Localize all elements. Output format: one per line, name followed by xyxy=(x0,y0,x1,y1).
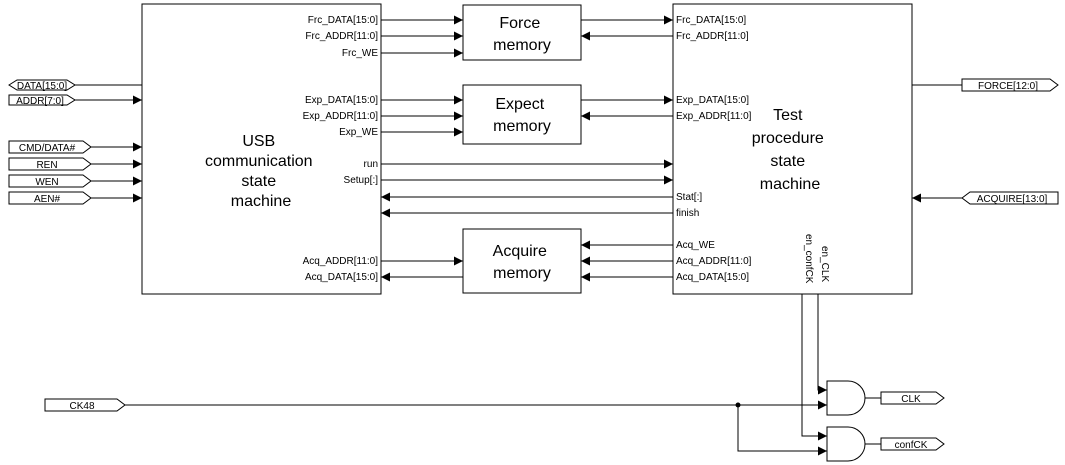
test-label-acq-addr: Acq_ADDR[11:0] xyxy=(676,256,752,267)
clk-port-symbol xyxy=(880,391,945,405)
aen-port-label: AEN# xyxy=(34,194,61,205)
usb-state-machine-block xyxy=(141,3,382,295)
usb-label-frc-we: Frc_WE xyxy=(342,48,378,59)
test-block-title: Test procedure state machine xyxy=(752,107,829,193)
usb-label-acq-addr: Acq_ADDR[11:0] xyxy=(303,256,379,267)
ck48-port-label: CK48 xyxy=(69,401,94,412)
test-label-en-clk: en_CLK xyxy=(819,246,830,282)
acquire-memory-block xyxy=(462,228,582,294)
test-label-finish: finish xyxy=(676,208,699,219)
usb-label-setup: Setup[:] xyxy=(344,175,379,186)
force-memory-line: memory xyxy=(493,37,551,54)
usb-label-exp-addr: Exp_ADDR[11:0] xyxy=(303,111,379,122)
en-clk-wire xyxy=(817,294,827,395)
expect-memory-title: Expect memory xyxy=(493,96,551,135)
usb-label-run: run xyxy=(364,159,378,170)
test-title-line: state xyxy=(770,153,805,170)
addr-port-label: ADDR[7:0] xyxy=(16,96,64,107)
usb-label-acq-data: Acq_DATA[15:0] xyxy=(305,272,378,283)
acquire-in-port-label: ACQUIRE[13:0] xyxy=(977,194,1048,205)
test-label-stat: Stat[:] xyxy=(676,192,702,203)
expect-memory-line: Expect xyxy=(495,96,544,113)
force-memory-block xyxy=(462,4,582,61)
cmd-port-label: CMD/DATA# xyxy=(19,143,76,154)
usb-label-exp-we: Exp_WE xyxy=(339,127,378,138)
ren-port-symbol xyxy=(8,157,92,171)
expect-memory-block xyxy=(462,84,582,145)
ren-port-label: REN xyxy=(36,160,57,171)
usb-title-line: state xyxy=(241,173,276,190)
test-label-exp-addr: Exp_ADDR[11:0] xyxy=(676,111,752,122)
acquire-in-port-symbol xyxy=(961,191,1059,205)
force-memory-title: Force memory xyxy=(493,15,551,54)
test-label-acq-we: Acq_WE xyxy=(676,240,715,251)
wen-port-symbol xyxy=(8,174,92,188)
test-label-acq-data: Acq_DATA[15:0] xyxy=(676,272,749,283)
usb-label-frc-data: Frc_DATA[15:0] xyxy=(308,15,378,26)
confck-and-gate xyxy=(826,426,866,462)
acquire-memory-title: Acquire memory xyxy=(493,243,552,282)
force-out-port-label: FORCE[12:0] xyxy=(978,81,1038,92)
usb-title-line: communication xyxy=(205,153,313,170)
test-label-exp-data: Exp_DATA[15:0] xyxy=(676,95,749,106)
test-label-frc-addr: Frc_ADDR[11:0] xyxy=(676,31,749,42)
force-memory-line: Force xyxy=(499,15,540,32)
acquire-memory-line: Acquire xyxy=(493,243,547,260)
addr-port-symbol xyxy=(8,94,76,106)
force-out-port-symbol xyxy=(961,78,1059,92)
usb-label-exp-data: Exp_DATA[15:0] xyxy=(305,95,378,106)
test-label-frc-data: Frc_DATA[15:0] xyxy=(676,15,746,26)
clk-port-label: CLK xyxy=(901,394,921,405)
confck-port-label: confCK xyxy=(895,440,928,451)
wen-port-label: WEN xyxy=(35,177,58,188)
usb-block-title: USB communication state machine xyxy=(205,133,317,210)
clk-and-gate xyxy=(826,380,866,416)
aen-port-symbol xyxy=(8,191,92,205)
ck48-branch-wire xyxy=(737,405,827,456)
expect-memory-line: memory xyxy=(493,118,551,135)
ck48-port-symbol xyxy=(44,398,126,412)
usb-title-line: machine xyxy=(231,193,292,210)
usb-title-line: USB xyxy=(242,133,275,150)
data-port-label: DATA[15:0] xyxy=(17,81,67,92)
test-title-line: procedure xyxy=(752,130,824,147)
confck-port-symbol xyxy=(880,437,945,451)
cmd-port-symbol xyxy=(8,140,92,154)
ck48-junction xyxy=(735,402,741,408)
test-title-line: Test xyxy=(773,107,803,124)
acquire-memory-line: memory xyxy=(493,265,551,282)
test-title-line: machine xyxy=(760,176,821,193)
usb-label-frc-addr: Frc_ADDR[11:0] xyxy=(305,31,378,42)
test-procedure-block xyxy=(672,3,913,295)
test-label-en-confck: en_confCK xyxy=(803,234,814,284)
en-confck-wire xyxy=(801,294,827,441)
